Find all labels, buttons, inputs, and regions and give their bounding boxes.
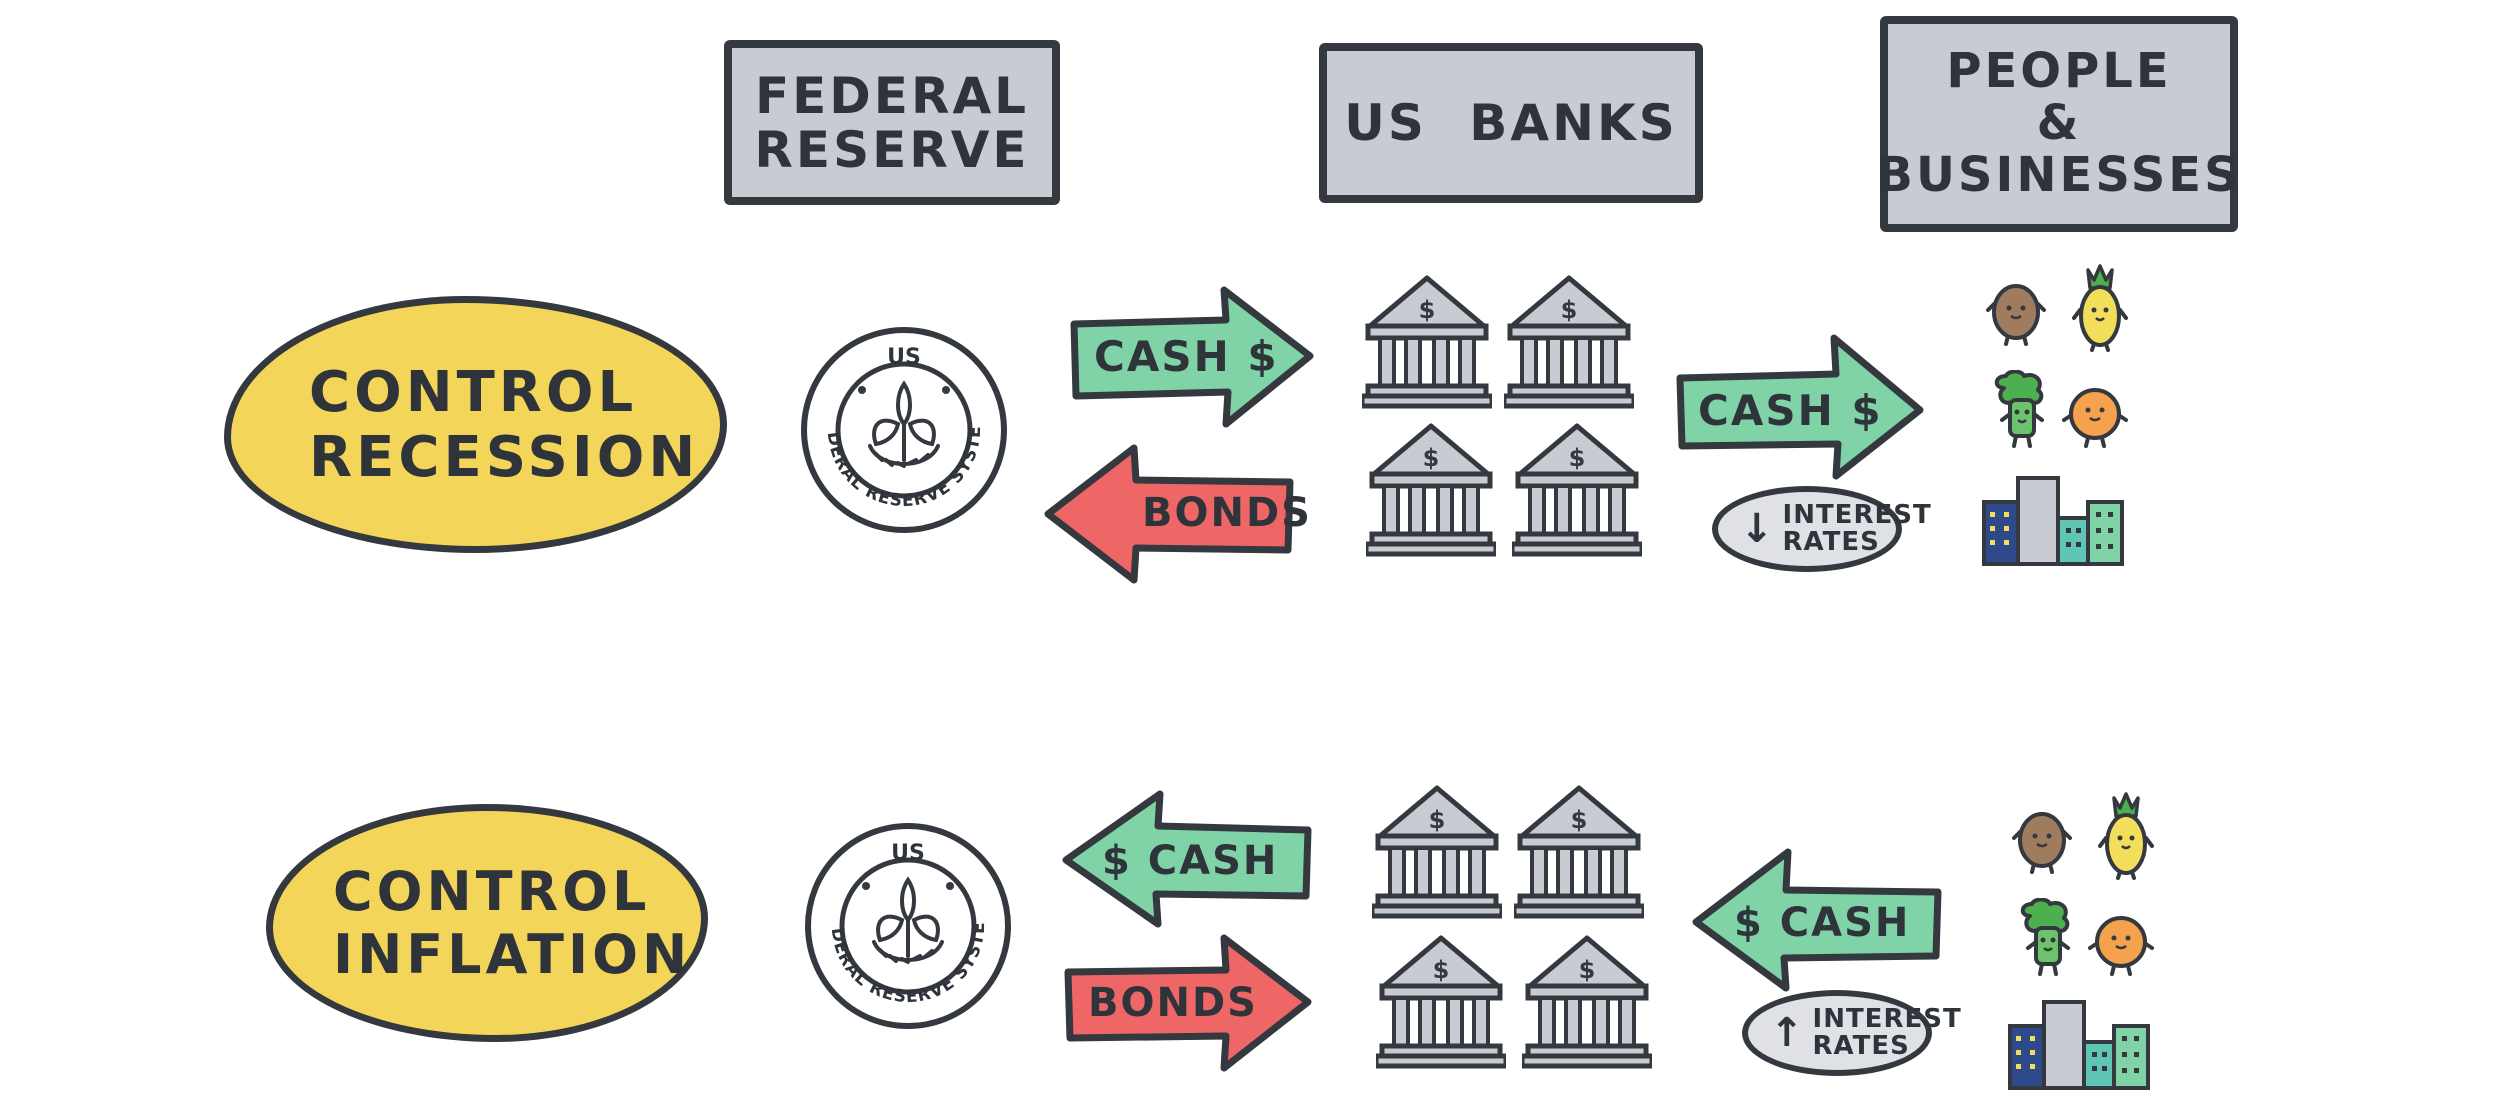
people-header-line-2: & (2036, 95, 2082, 152)
city-buildings-icon (2008, 1000, 2150, 1090)
bank-building-icon: $ (1362, 275, 1492, 409)
interest-rates-down-line-2: RATES (1782, 527, 1880, 557)
city-buildings-icon (1982, 476, 2124, 566)
people-businesses-header: PEOPLE & BUSINESSES (1876, 16, 2239, 232)
bonds-arrow-fed-to-banks: BONDS (1060, 928, 1316, 1074)
bank-building-icon: $ (1522, 935, 1652, 1069)
recession-goal-line-2: RECESSION (309, 424, 700, 490)
pineapple-character-icon (2072, 264, 2128, 352)
interest-rates-down-line-1: INTEREST (1782, 500, 1932, 531)
control-recession-goal: CONTROL RECESSION (224, 296, 727, 553)
control-inflation-goal: CONTROL INFLATION (266, 804, 708, 1042)
recession-goal-line-1: CONTROL (309, 359, 638, 425)
people-header-line-1: PEOPLE (1946, 43, 2172, 100)
seal-top-text: US (891, 841, 925, 866)
people-header-line-3: BUSINESSES (1876, 146, 2242, 203)
federal-reserve-seal-icon: US FEDERAL RESERVE SYSTEM (798, 324, 1007, 533)
potato-character-icon (2012, 812, 2072, 874)
interest-rates-up-badge: ↑ INTEREST RATES (1742, 990, 1961, 1076)
bonds-fed-to-banks-label: BONDS (1088, 980, 1258, 1026)
interest-rates-up-line-1: INTEREST (1812, 1004, 1962, 1035)
bank-building-icon: $ (1372, 785, 1502, 919)
federal-reserve-header: FEDERAL RESERVE (724, 40, 1060, 205)
inflation-goal-line-2: INFLATION (333, 923, 692, 986)
arrow-down-icon: ↓ (1740, 505, 1775, 552)
federal-reserve-seal-icon: US FEDERAL RESERVE SYSTEM (802, 820, 1011, 1029)
bank-dollar-label: $ (1419, 296, 1436, 324)
bank-dollar-label: $ (1429, 806, 1446, 834)
cash-people-to-banks-label: $ CASH (1734, 900, 1911, 946)
bonds-arrow-banks-to-fed: BONDS (1042, 440, 1310, 586)
us-banks-header-label: US BANKS (1344, 94, 1678, 152)
bank-building-icon: $ (1376, 935, 1506, 1069)
cash-fed-to-banks-label: CASH $ (1094, 332, 1279, 381)
banks-group-recession: $ $ $ $ (1362, 274, 1652, 560)
bank-building-icon: $ (1366, 423, 1496, 557)
cash-arrow-banks-to-fed: $ CASH (1060, 784, 1316, 930)
orange-character-icon (2088, 916, 2154, 976)
cash-arrow-people-to-banks: $ CASH (1690, 844, 1946, 994)
broccoli-character-icon (1994, 370, 2044, 448)
bank-dollar-label: $ (1423, 444, 1440, 472)
bank-dollar-label: $ (1579, 956, 1596, 984)
bank-building-icon: $ (1512, 423, 1642, 557)
bank-dollar-label: $ (1433, 956, 1450, 984)
interest-rates-down-badge: ↓ INTEREST RATES (1712, 486, 1931, 572)
people-businesses-group-recession (1980, 262, 2130, 566)
interest-rates-up-line-2: RATES (1812, 1031, 1910, 1061)
pineapple-character-icon (2098, 792, 2154, 880)
arrow-up-icon: ↑ (1770, 1009, 1805, 1056)
us-banks-header: US BANKS (1319, 43, 1703, 203)
cash-arrow-banks-to-people: CASH $ (1672, 330, 1928, 480)
people-businesses-group-inflation (2006, 790, 2156, 1090)
potato-character-icon (1986, 284, 2046, 346)
bank-building-icon: $ (1504, 275, 1634, 409)
cash-arrow-fed-to-banks: CASH $ (1066, 284, 1316, 430)
bank-dollar-label: $ (1561, 296, 1578, 324)
bank-building-icon: $ (1514, 785, 1644, 919)
cash-banks-to-fed-label: $ CASH (1102, 838, 1279, 884)
orange-character-icon (2062, 388, 2128, 448)
seal-top-text: US (887, 345, 921, 370)
banks-group-inflation: $ $ $ $ (1368, 784, 1658, 1074)
broccoli-character-icon (2020, 898, 2070, 976)
cash-banks-to-people-label: CASH $ (1698, 386, 1883, 435)
federal-reserve-header-line-2: RESERVE (754, 120, 1030, 179)
federal-reserve-header-line-1: FEDERAL (754, 66, 1030, 125)
inflation-goal-line-1: CONTROL (333, 860, 651, 923)
bonds-banks-to-fed-label: BONDS (1142, 490, 1312, 536)
bank-dollar-label: $ (1571, 806, 1588, 834)
bank-dollar-label: $ (1569, 444, 1586, 472)
